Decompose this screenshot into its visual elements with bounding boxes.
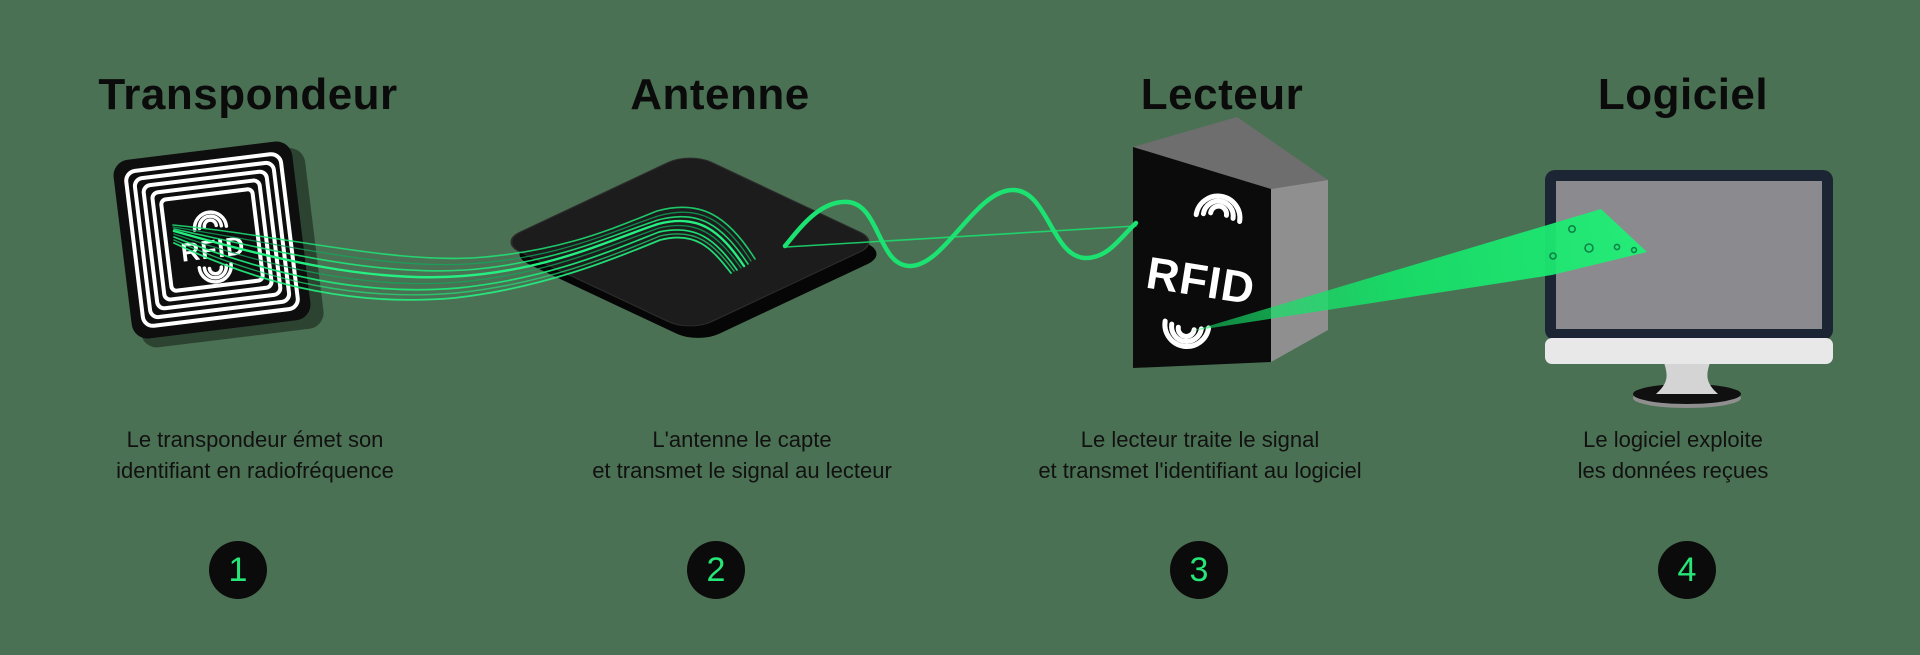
step-number: 4: [1677, 550, 1697, 589]
step-4-number-badge: 4: [1658, 541, 1716, 599]
beam-shape: [1192, 209, 1647, 331]
beam-data-sparkles: [1549, 225, 1638, 260]
rfid-reader-icon: RFID: [1133, 117, 1328, 368]
reader-signal-arcs-top: [1193, 193, 1243, 224]
signal-sine-curve: [782, 187, 1139, 269]
caption-line: identifiant en radiofréquence: [116, 458, 394, 483]
caption-line: Le logiciel exploite: [1583, 427, 1763, 452]
monitor-stand: [1656, 360, 1718, 394]
radio-wave-ribbon: [172, 206, 756, 301]
monitor-chin: [1545, 338, 1833, 364]
computer-monitor-icon: [1545, 170, 1833, 408]
step-2-number-badge: 2: [687, 541, 745, 599]
caption-line: et transmet l'identifiant au logiciel: [1038, 458, 1362, 483]
step-2-title: Antenne: [630, 70, 810, 119]
tag-coil-ring: [159, 187, 265, 293]
step-3-number-badge: 3: [1170, 541, 1228, 599]
step-4-caption: Le logiciel exploite les données reçues: [1438, 424, 1908, 486]
tag-signal-arcs-top: [192, 210, 229, 232]
step-1-caption: Le transpondeur émet son identifiant en …: [20, 424, 490, 486]
signal-baseline: [785, 225, 1137, 248]
step-3-caption: Le lecteur traite le signal et transmet …: [965, 424, 1435, 486]
step-1-number-badge: 1: [209, 541, 267, 599]
step-number: 3: [1189, 550, 1209, 589]
tag-signal-arcs-bottom: [197, 262, 233, 284]
step-4-title: Logiciel: [1597, 70, 1769, 119]
reader-signal-arcs-bottom: [1162, 318, 1212, 349]
reader-top-face: [1133, 117, 1328, 189]
rfid-tag-icon: RFID: [113, 141, 324, 348]
caption-line: Le lecteur traite le signal: [1080, 427, 1320, 452]
tag-coil-ring: [150, 178, 274, 302]
signal-wave: [782, 187, 1139, 269]
tag-coil-ring: [141, 169, 283, 311]
caption-line: et transmet le signal au lecteur: [592, 458, 892, 483]
caption-line: les données reçues: [1577, 458, 1769, 483]
reader-side-face: [1271, 180, 1328, 362]
step-1-title: Transpondeur: [98, 70, 398, 119]
step-2-caption: L'antenne le capte et transmet le signal…: [507, 424, 977, 486]
caption-line: L'antenne le capte: [652, 427, 832, 452]
antenna-panel-icon: [510, 157, 877, 338]
antenna-panel-top: [510, 157, 870, 327]
caption-line: Le transpondeur émet son: [126, 427, 384, 452]
tag-coil-ring: [132, 160, 292, 320]
signal-beam: [1192, 209, 1647, 331]
step-number: 2: [706, 550, 726, 589]
step-3-title: Lecteur: [1140, 70, 1304, 119]
step-number: 1: [228, 550, 248, 589]
tag-coil-ring: [124, 152, 300, 328]
